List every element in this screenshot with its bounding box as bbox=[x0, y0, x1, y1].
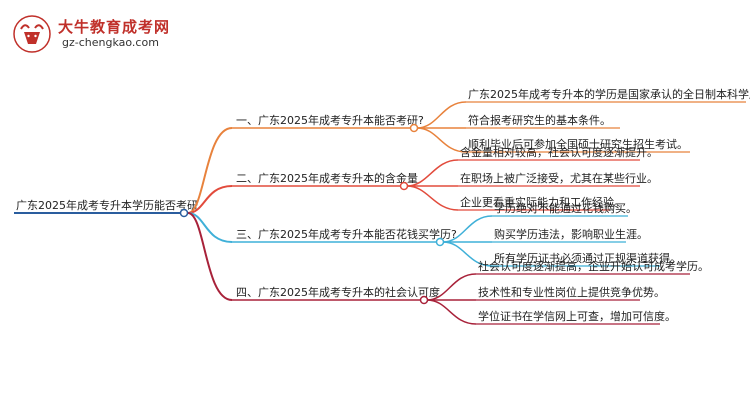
root-to-branch-connector bbox=[187, 185, 233, 214]
branch-label: 一、广东2025年成考专升本能否考研? bbox=[236, 113, 424, 127]
root-junction-dot bbox=[179, 208, 189, 218]
branch-junction-dot bbox=[419, 295, 429, 305]
branch-to-leaf-connector bbox=[416, 101, 467, 129]
leaf-label: 在职场上被广泛接受，尤其在某些行业。 bbox=[460, 171, 658, 185]
branch-label: 二、广东2025年成考专升本的含金量 bbox=[236, 171, 418, 185]
logo-title: 大牛教育成考网 bbox=[58, 18, 171, 36]
leaf-label: 学历绝对不能通过花钱购买。 bbox=[494, 201, 637, 215]
branch-junction-dot bbox=[399, 181, 409, 191]
root-node-label: 广东2025年成考专升本学历能否考研 bbox=[16, 198, 198, 212]
branch-to-leaf-connector bbox=[406, 185, 459, 211]
leaf-label: 社会认可度逐渐提高，企业开始认可成考学历。 bbox=[478, 259, 709, 273]
root-to-branch-connector bbox=[187, 127, 233, 214]
leaf-label: 广东2025年成考专升本的学历是国家承认的全日制本科学历。 bbox=[468, 87, 750, 101]
leaf-label: 符合报考研究生的基本条件。 bbox=[468, 113, 611, 127]
branch-junction-dot bbox=[409, 123, 419, 133]
root-to-branch-connector bbox=[187, 212, 233, 301]
branch-to-leaf-connector bbox=[442, 241, 493, 267]
leaf-label: 含金量相对较高，社会认可度逐渐提升。 bbox=[460, 145, 658, 159]
bull-logo-icon bbox=[13, 15, 51, 53]
branch-label: 四、广东2025年成考专升本的社会认可度 bbox=[236, 285, 440, 299]
leaf-label: 企业更看重实际能力和工作经验。 bbox=[460, 195, 625, 209]
leaf-label: 学位证书在学信网上可查，增加可信度。 bbox=[478, 309, 676, 323]
branch-to-leaf-connector bbox=[426, 299, 477, 325]
logo-url: gz-chengkao.com bbox=[62, 36, 159, 49]
site-logo: 大牛教育成考网 gz-chengkao.com bbox=[12, 14, 172, 54]
leaf-label: 所有学历证书必须通过正规渠道获得。 bbox=[494, 251, 681, 265]
branch-junction-dot bbox=[435, 237, 445, 247]
leaf-label: 购买学历违法，影响职业生涯。 bbox=[494, 227, 648, 241]
branch-to-leaf-connector bbox=[416, 127, 467, 153]
leaf-label: 技术性和专业性岗位上提供竞争优势。 bbox=[478, 285, 665, 299]
leaf-label: 顺利毕业后可参加全国硕士研究生招生考试。 bbox=[468, 137, 688, 151]
branch-label: 三、广东2025年成考专升本能否花钱买学历? bbox=[236, 227, 457, 241]
